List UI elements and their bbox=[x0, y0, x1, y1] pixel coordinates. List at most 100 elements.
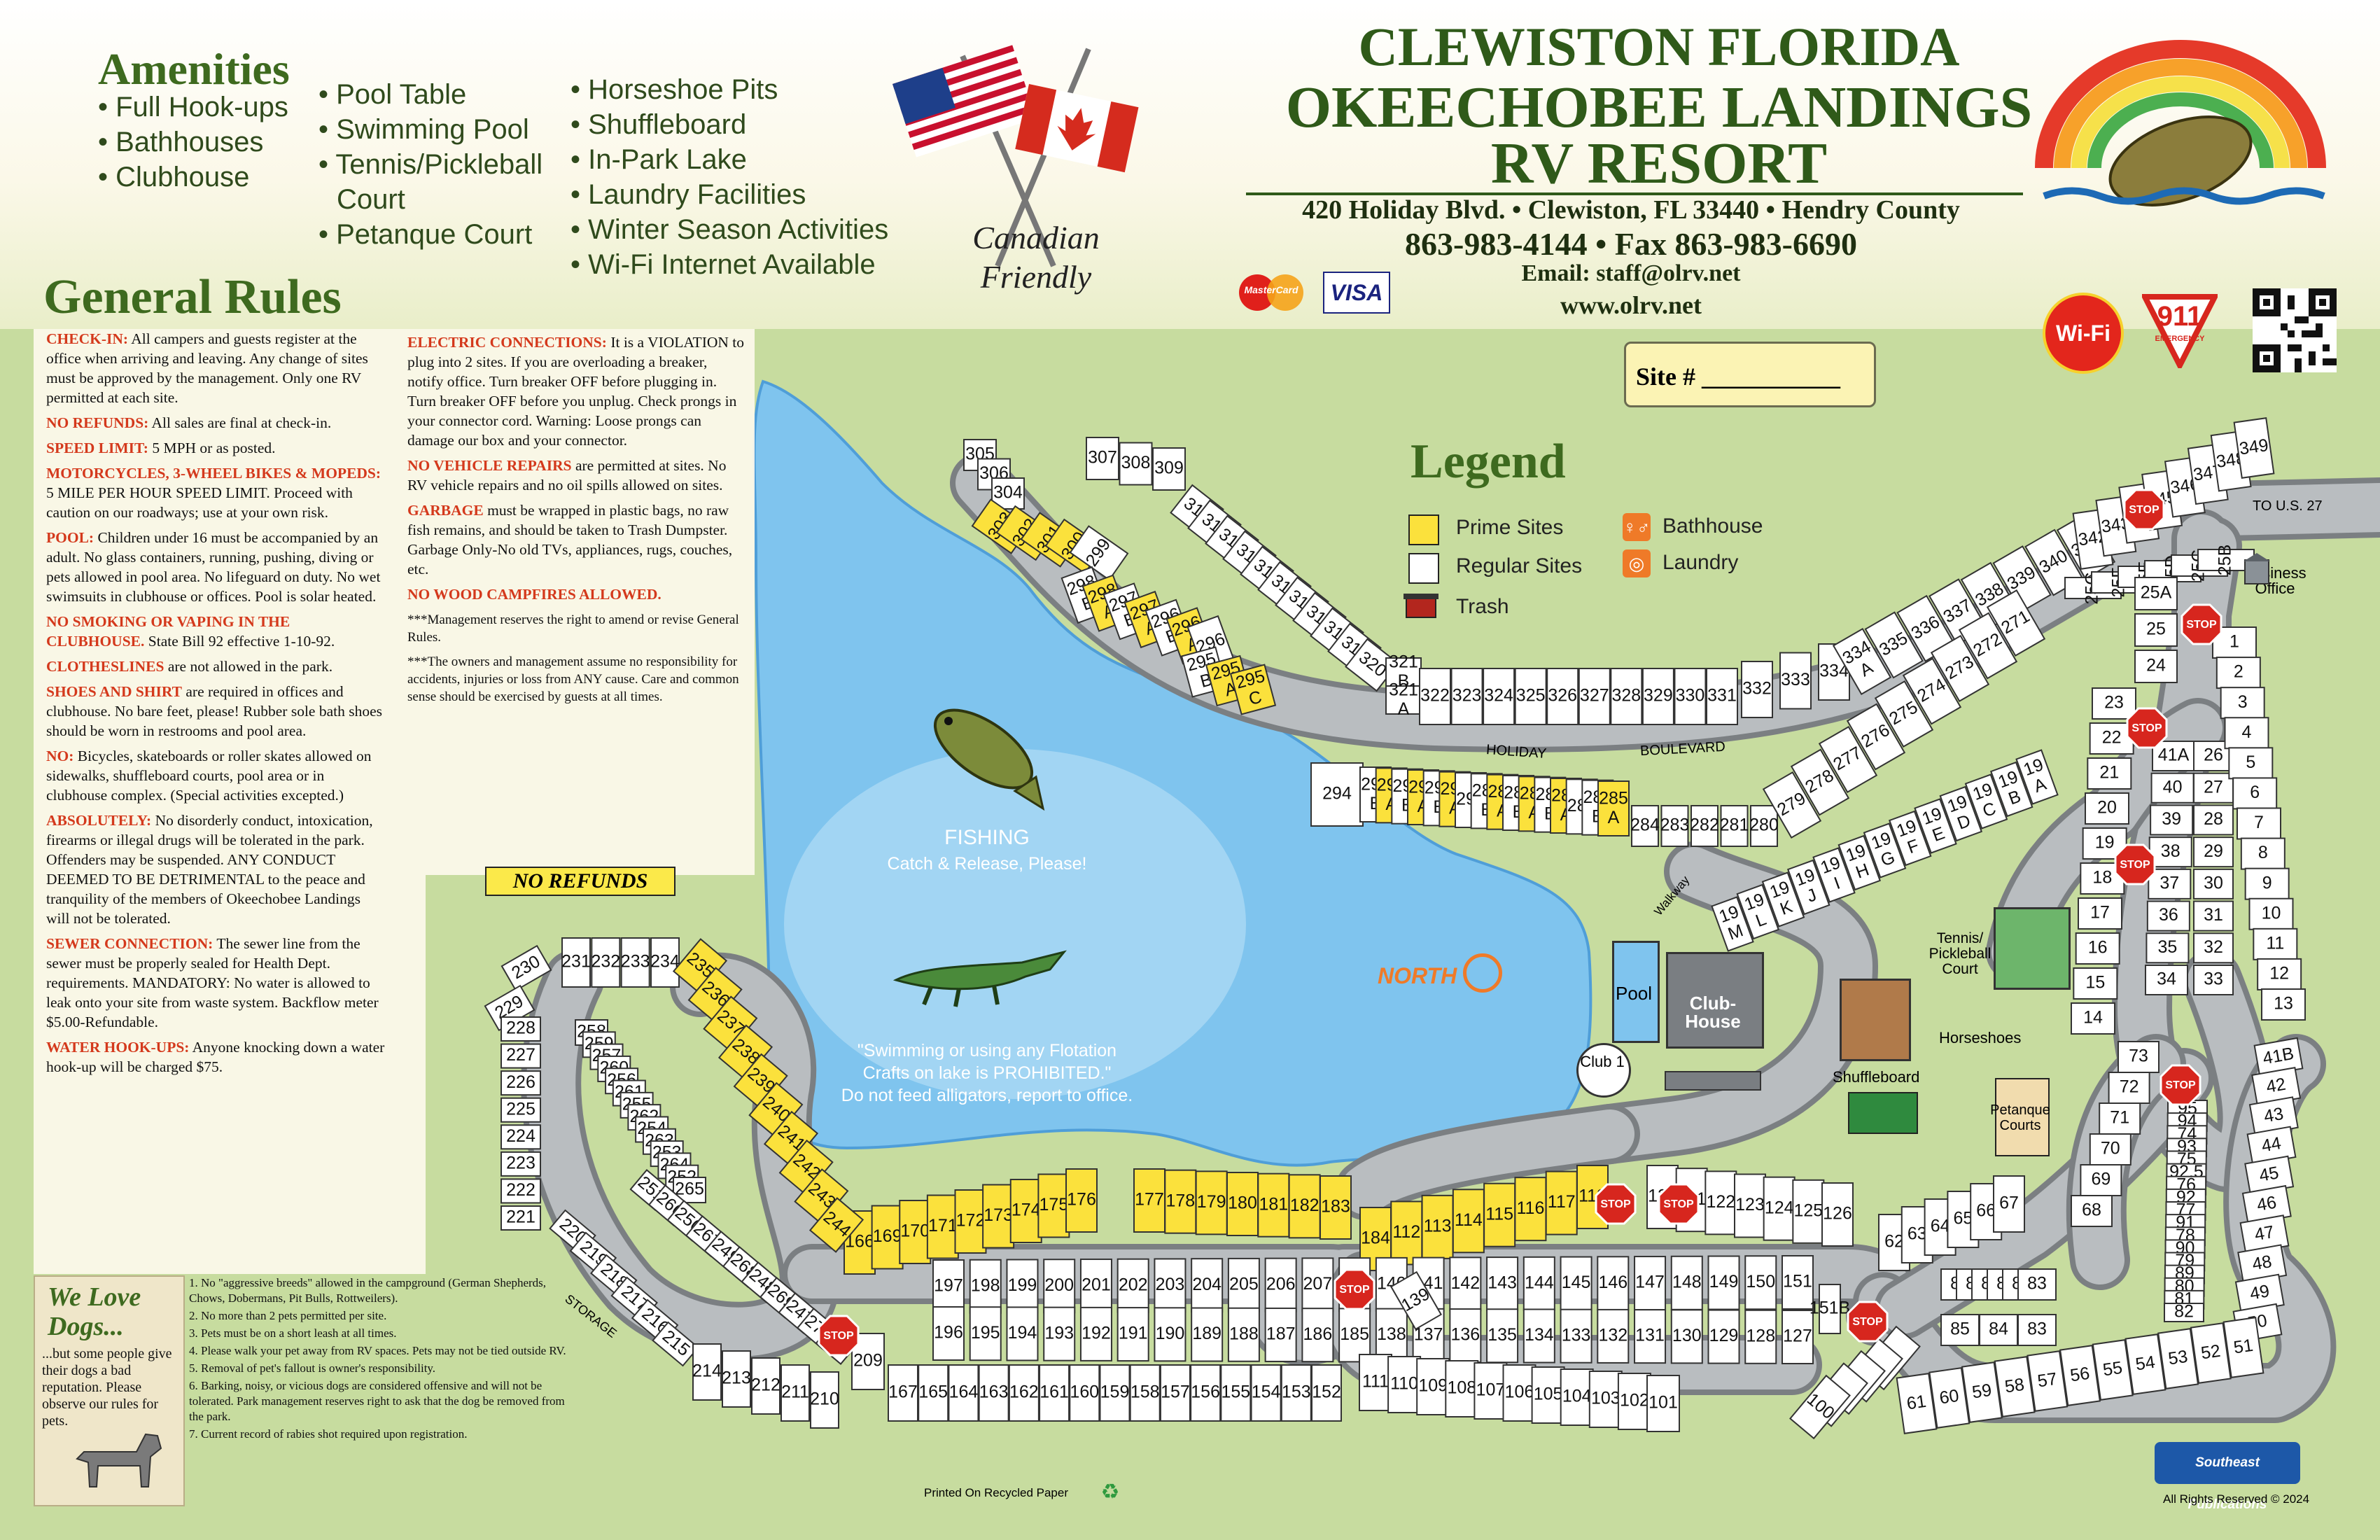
site-lot[interactable]: 36 bbox=[2146, 900, 2190, 932]
site-lot-shape[interactable] bbox=[1301, 1308, 1334, 1363]
site-lot[interactable]: 84 bbox=[1979, 1314, 2018, 1346]
site-lot[interactable]: 19G bbox=[1863, 822, 1907, 878]
site-lot-shape[interactable] bbox=[1779, 652, 1812, 710]
site-lot[interactable]: 283 bbox=[1660, 805, 1690, 847]
site-lot-shape[interactable] bbox=[1940, 1314, 1980, 1346]
site-lot-shape[interactable] bbox=[500, 1043, 541, 1069]
site-lot[interactable]: 193 bbox=[1043, 1306, 1076, 1362]
site-lot-shape[interactable] bbox=[1154, 1258, 1186, 1313]
site-lot[interactable]: 45 bbox=[2244, 1155, 2295, 1196]
site-lot[interactable]: 19L bbox=[1736, 883, 1780, 940]
email-text[interactable]: Email: staff@olrv.net bbox=[1521, 260, 1741, 286]
site-lot[interactable]: 329 bbox=[1642, 668, 1674, 725]
site-lot[interactable]: 281 bbox=[1720, 805, 1749, 847]
site-lot[interactable]: 132 bbox=[1597, 1308, 1630, 1364]
site-lot-shape[interactable] bbox=[2193, 836, 2234, 868]
site-lot[interactable]: 172 bbox=[954, 1189, 987, 1254]
site-lot-shape[interactable] bbox=[2257, 958, 2302, 990]
site-lot[interactable]: 72 bbox=[2108, 1072, 2150, 1104]
site-lot[interactable]: 334A bbox=[1832, 627, 1892, 696]
site-lot[interactable]: 234 bbox=[650, 937, 680, 988]
site-lot[interactable]: 28 bbox=[2193, 804, 2234, 836]
site-lot-shape[interactable] bbox=[1099, 1364, 1130, 1422]
site-lot[interactable]: 142 bbox=[1449, 1256, 1482, 1312]
site-lot-shape[interactable] bbox=[2220, 687, 2265, 720]
site-lot[interactable]: 143 bbox=[1486, 1256, 1519, 1312]
site-lot-shape[interactable] bbox=[500, 1070, 541, 1096]
site-lot-shape[interactable] bbox=[2216, 657, 2261, 690]
site-lot-shape[interactable] bbox=[1674, 668, 1707, 725]
site-lot[interactable]: 69 bbox=[2080, 1164, 2122, 1196]
site-lot-shape[interactable] bbox=[500, 944, 552, 992]
site-lot[interactable]: 49 bbox=[2234, 1273, 2285, 1313]
site-lot-shape[interactable] bbox=[1191, 1307, 1224, 1362]
site-lot-shape[interactable] bbox=[1707, 1255, 1740, 1310]
site-lot[interactable]: 274 bbox=[1902, 657, 1962, 725]
site-lot[interactable]: 225 bbox=[500, 1097, 541, 1123]
site-lot[interactable]: 52 bbox=[2190, 1322, 2232, 1384]
site-lot[interactable]: 279 bbox=[1762, 771, 1822, 839]
site-lot-shape[interactable] bbox=[1154, 1307, 1186, 1362]
site-lot[interactable]: 336 bbox=[1896, 594, 1956, 662]
site-lot[interactable]: 164 bbox=[948, 1364, 979, 1422]
site-lot-shape[interactable] bbox=[1578, 668, 1611, 725]
site-lot[interactable]: 150 bbox=[1744, 1255, 1777, 1310]
publisher-logo[interactable]: Southeast Publications bbox=[2155, 1442, 2300, 1512]
site-lot[interactable]: 126 bbox=[1821, 1182, 1854, 1247]
site-lot[interactable]: 265 bbox=[673, 1177, 706, 1203]
site-lot-shape[interactable] bbox=[954, 1189, 987, 1254]
site-lot-shape[interactable] bbox=[2087, 757, 2132, 790]
site-lot-shape[interactable] bbox=[1750, 805, 1778, 847]
site-lot[interactable]: 70 bbox=[2089, 1133, 2132, 1166]
site-lot-shape[interactable] bbox=[1992, 545, 2052, 613]
site-lot-shape[interactable] bbox=[2228, 747, 2274, 780]
site-lot[interactable]: 133 bbox=[1560, 1308, 1592, 1364]
site-lot[interactable]: 349 bbox=[2233, 417, 2275, 479]
site-lot[interactable]: 19B bbox=[1989, 761, 2033, 818]
site-lot[interactable]: 1 bbox=[2212, 626, 2257, 659]
site-lot-shape[interactable] bbox=[1390, 1200, 1423, 1266]
site-lot[interactable]: 209 bbox=[851, 1333, 885, 1390]
site-lot[interactable]: 231 bbox=[561, 937, 591, 988]
site-lot[interactable]: 160 bbox=[1069, 1364, 1100, 1422]
site-lot[interactable]: 186 bbox=[1301, 1308, 1334, 1363]
site-lot[interactable]: 128 bbox=[1744, 1309, 1777, 1364]
site-lot-shape[interactable] bbox=[1786, 859, 1830, 916]
site-lot-shape[interactable] bbox=[1761, 872, 1805, 927]
site-lot[interactable]: 178 bbox=[1164, 1169, 1197, 1234]
site-lot[interactable]: 203 bbox=[1154, 1258, 1186, 1313]
site-lot-shape[interactable] bbox=[1043, 1306, 1076, 1362]
site-lot[interactable]: 211 bbox=[780, 1364, 810, 1422]
site-lot-shape[interactable] bbox=[1226, 1172, 1259, 1236]
site-lot[interactable]: 20 bbox=[2085, 792, 2129, 825]
site-lot-shape[interactable] bbox=[2240, 837, 2286, 870]
site-lot-shape[interactable] bbox=[1390, 1270, 1443, 1331]
site-lot[interactable]: 328 bbox=[1610, 668, 1643, 725]
site-lot[interactable]: 210 bbox=[810, 1371, 839, 1429]
site-lot[interactable]: 158 bbox=[1129, 1364, 1161, 1422]
site-lot-shape[interactable] bbox=[1008, 1364, 1040, 1422]
site-lot-shape[interactable] bbox=[932, 1259, 965, 1314]
site-lot-shape[interactable] bbox=[2075, 932, 2120, 965]
site-lot[interactable]: 232 bbox=[591, 937, 621, 988]
site-lot-shape[interactable] bbox=[2150, 804, 2194, 836]
site-lot[interactable]: 3 bbox=[2220, 687, 2265, 720]
site-lot-shape[interactable] bbox=[1301, 1257, 1334, 1312]
site-lot-shape[interactable] bbox=[2145, 965, 2188, 995]
site-lot[interactable]: 35 bbox=[2146, 932, 2190, 964]
site-lot-shape[interactable] bbox=[2071, 1195, 2113, 1227]
site-lot[interactable]: 320 bbox=[1345, 638, 1399, 692]
site-lot[interactable]: 135 bbox=[1486, 1308, 1519, 1364]
site-lot[interactable]: 322 bbox=[1419, 668, 1451, 725]
site-lot-shape[interactable] bbox=[2261, 988, 2306, 1021]
site-lot-shape[interactable] bbox=[2146, 932, 2190, 964]
site-lot[interactable]: 57 bbox=[2026, 1350, 2068, 1412]
site-lot[interactable]: 151 bbox=[1782, 1255, 1814, 1310]
site-lot[interactable]: 124 bbox=[1763, 1176, 1795, 1241]
site-lot-shape[interactable] bbox=[871, 1205, 904, 1270]
site-lot[interactable]: 174 bbox=[1009, 1179, 1042, 1243]
site-lot[interactable]: 29 bbox=[2193, 836, 2234, 868]
site-lot[interactable]: 8 bbox=[2240, 837, 2286, 870]
site-lot-shape[interactable] bbox=[1449, 1308, 1482, 1364]
